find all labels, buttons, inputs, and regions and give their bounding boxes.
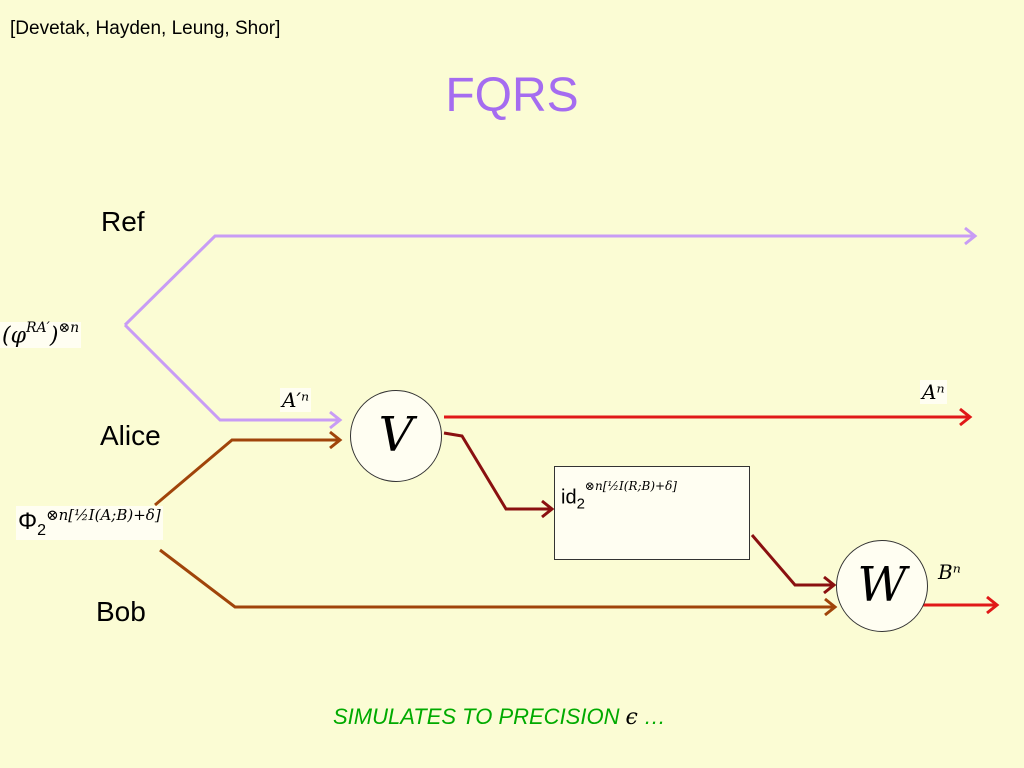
- encoder-to-channel-wire: [443, 431, 552, 511]
- bob-output-arrowhead: [986, 595, 1000, 615]
- epsilon-symbol: ϵ: [625, 705, 638, 730]
- alice-input-arrowhead: [329, 410, 343, 430]
- alice-input-wire: [123, 323, 340, 422]
- citation: [Devetak, Hayden, Leung, Shor]: [10, 18, 281, 39]
- encoder-to-channel-arrowhead: [541, 499, 555, 519]
- purification-state: (φRA′)⊗n: [0, 320, 82, 349]
- ebit-bob-wire: [159, 548, 835, 609]
- slide-title: FQRS: [445, 69, 579, 122]
- output-wires: [444, 407, 1000, 615]
- bob-output-system-label: Bⁿ: [938, 560, 961, 584]
- classical-wires: [443, 431, 837, 595]
- ebit-bob-arrowhead: [824, 597, 838, 617]
- channel-to-decoder-arrowhead: [823, 575, 837, 595]
- ref-arrowhead: [964, 226, 978, 246]
- classical-channel-box: id2⊗n[½I(R;B)+δ]: [554, 466, 750, 560]
- ref-wire: [123, 234, 975, 327]
- alice-input-system-label: A′ⁿ: [280, 388, 312, 412]
- alice-output-system-label: Aⁿ: [920, 380, 947, 404]
- encoder-node-v: V: [350, 390, 442, 482]
- channel-label: id2⊗n[½I(R;B)+δ]: [561, 479, 677, 513]
- ebit-alice-arrowhead: [329, 430, 343, 450]
- ref-wires: [123, 226, 978, 430]
- label-ref: Ref: [101, 206, 145, 237]
- alice-output-arrowhead: [959, 407, 973, 427]
- ebit-wires: [154, 430, 838, 617]
- ebit-alice-wire: [154, 438, 340, 507]
- label-alice: Alice: [100, 420, 161, 451]
- channel-to-decoder-wire: [750, 534, 834, 587]
- decoder-node-w: W: [836, 540, 928, 632]
- ebit-state: Φ2⊗n[½I(A;B)+δ]: [16, 506, 163, 540]
- label-bob: Bob: [96, 596, 146, 627]
